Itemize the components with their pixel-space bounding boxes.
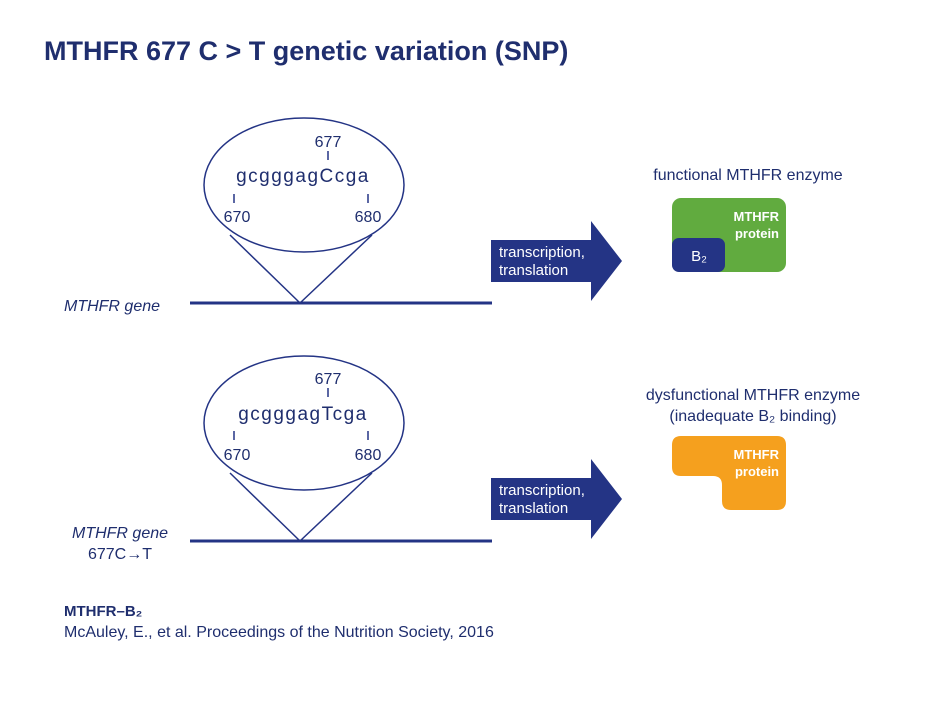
- bottom-zoom-cone: [229, 472, 373, 543]
- bottom-panel: 677 gcgggagTcga 670 680 MTHFR gene 677C→…: [72, 355, 860, 563]
- reference-heading: MTHFR–B₂: [64, 603, 143, 620]
- top-end-label: 680: [355, 209, 382, 226]
- top-start-label: 670: [224, 209, 251, 226]
- top-zoom-cone: [229, 234, 373, 305]
- bottom-protein-label-2: protein: [735, 464, 779, 479]
- bottom-zoom-ellipse: [203, 355, 405, 491]
- bottom-end-label: 680: [355, 447, 382, 464]
- bottom-sequence: gcgggagTcga: [238, 404, 368, 425]
- top-position-label: 677: [315, 134, 342, 151]
- dysfunctional-protein-block: [672, 436, 786, 510]
- bottom-arrow-text-1: transcription,: [499, 482, 585, 499]
- top-sequence: gcgggagCcga: [236, 166, 370, 187]
- reference-citation: McAuley, E., et al. Proceedings of the N…: [64, 624, 494, 641]
- top-process-arrow: [491, 221, 622, 301]
- top-protein-label-2: protein: [735, 226, 779, 241]
- b2-cofactor-block: [672, 238, 725, 272]
- bottom-protein-label-1: MTHFR: [734, 447, 780, 462]
- bottom-start-label: 670: [224, 447, 251, 464]
- bottom-mutation-label: 677C→T: [88, 546, 152, 563]
- bottom-gene-label: MTHFR gene: [72, 525, 168, 542]
- b2-cofactor-label: B₂: [691, 248, 707, 265]
- top-gene-label: MTHFR gene: [64, 298, 160, 315]
- bottom-process-arrow: [491, 459, 622, 539]
- bottom-position-label: 677: [315, 371, 342, 388]
- top-protein-label-1: MTHFR: [734, 209, 780, 224]
- top-panel: 677 gcgggagCcga 670 680 MTHFR gene trans…: [64, 117, 843, 315]
- bottom-arrow-text-2: translation: [499, 500, 568, 517]
- top-enzyme-title: functional MTHFR enzyme: [653, 167, 842, 184]
- page-title: MTHFR 677 C > T genetic variation (SNP): [44, 36, 569, 66]
- top-arrow-text-2: translation: [499, 262, 568, 279]
- top-zoom-ellipse: [203, 117, 405, 253]
- top-arrow-text-1: transcription,: [499, 244, 585, 261]
- bottom-enzyme-title-1: dysfunctional MTHFR enzyme: [646, 387, 860, 404]
- bottom-enzyme-title-2: (inadequate B₂ binding): [669, 408, 836, 425]
